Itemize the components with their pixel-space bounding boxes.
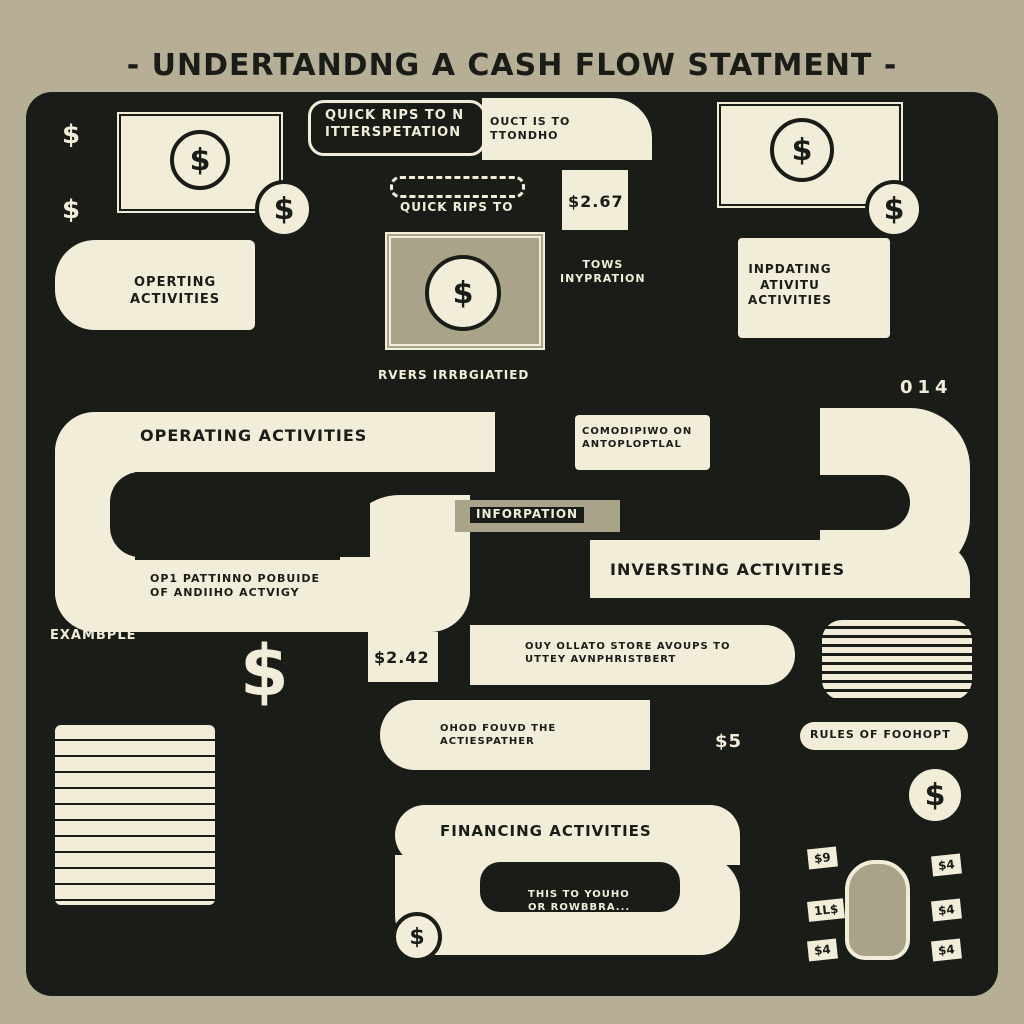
operting-label: OPERTING ACTIVITIES: [130, 275, 221, 307]
opi-pattinno-text: OP1 PATTINNO POBUIDE OF ANDIIHO ACTVIGY: [150, 572, 321, 600]
dollar-coin-icon: $: [865, 180, 923, 238]
dashed-box: [390, 176, 525, 198]
price-tag-1: [562, 170, 628, 230]
example-label: EXAMBPLE: [50, 628, 137, 643]
quick-tips-side-text: OUCT IS TO TTONDHO: [490, 115, 571, 143]
rvers-text: RVERS IRRBGIATIED: [378, 368, 530, 382]
price-tag-2: [368, 632, 438, 682]
dollar-icon: $: [62, 195, 81, 225]
dollar-coin-icon: $: [770, 118, 834, 182]
band-bottom: [55, 560, 385, 632]
number-014: 014: [900, 377, 953, 398]
coin-stack-icon: [822, 620, 972, 700]
inpdating-box: [738, 238, 890, 338]
ouy-band: [470, 625, 795, 685]
this-to-text: THIS TO YOUHO OR ROWBBRA...: [528, 889, 631, 913]
investing-inner: [810, 475, 910, 530]
statement-document-icon: [55, 725, 215, 905]
dollar-icon: $: [62, 120, 81, 150]
tows-information: TOWS INYPRATION: [560, 258, 646, 286]
price-tag-small: 1L$: [807, 898, 846, 922]
ohod-text: OHOD FOUVD THE ACTIESPATHER: [440, 723, 557, 747]
comodipiwo-text: COMODIPIWO ON ANTOPLOPTLAL: [582, 426, 693, 450]
price-value-2: $2.42: [374, 648, 430, 667]
comodipiwo-box: [575, 415, 710, 470]
price-tag-small: $9: [807, 846, 838, 870]
exchange-dollar-icon: $: [425, 255, 501, 331]
dollar-coin-icon: $: [392, 912, 442, 962]
inpdating-label: INPDATING ATIVITU ACTIVITIES: [748, 262, 832, 308]
price-value-1: $2.67: [568, 192, 624, 211]
money-bag-icon: [845, 860, 910, 960]
operating-activities-heading: OPERATING ACTIVITIES: [140, 426, 368, 445]
dollar-coin-icon: $: [170, 130, 230, 190]
price-tag-small: $4: [807, 938, 838, 962]
inversting-activities-heading: INVERSTING ACTIVITIES: [610, 560, 846, 579]
rules-label: RULES OF FOOHOPT: [810, 728, 951, 741]
dollar-coin-icon: $: [255, 180, 313, 238]
quick-tips-text: QUICK RIPS TO N ITTERSPETATION: [325, 108, 465, 140]
large-dollar-icon: $: [240, 630, 289, 712]
price-tag-small: $4: [931, 898, 962, 922]
financing-activities-heading: FINANCING ACTIVITIES: [440, 822, 652, 840]
information-label: INFORPATION: [470, 507, 585, 523]
page-title: - UNDERTANDNG A CASH FLOW STATMENT -: [126, 48, 898, 83]
quick-tips-small: QUICK RIPS TO: [400, 200, 514, 214]
price-tag-small: $4: [931, 938, 962, 962]
band-inner: [110, 472, 370, 557]
financing-inner: [480, 862, 680, 912]
price-value-3: $5: [715, 731, 743, 752]
dollar-sun-icon: $: [905, 765, 965, 825]
rules-box: [800, 722, 968, 750]
quick-tips-side-panel: [482, 98, 652, 160]
operting-box: [55, 240, 255, 330]
ouy-ollato-text: OUY OLLATO STORE AVOUPS TO UTTEY AVNPHRI…: [525, 641, 731, 665]
ohod-band: [380, 700, 650, 770]
price-tag-small: $4: [931, 853, 962, 877]
